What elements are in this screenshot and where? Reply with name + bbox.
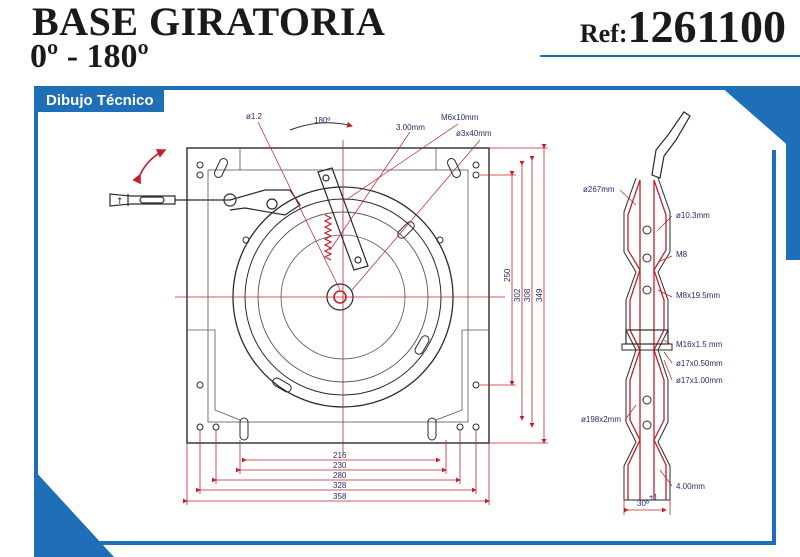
side-washer xyxy=(621,343,673,351)
leader-lines xyxy=(257,121,481,291)
angle-label: 180º xyxy=(314,116,330,125)
side-leaders xyxy=(619,189,673,487)
reference-underline xyxy=(540,55,800,57)
slot xyxy=(272,377,292,393)
slot xyxy=(446,158,462,178)
dim-216: 216 xyxy=(333,451,347,460)
top-view: ↑ 180º ø1.2 3.00mm M6x10mm ø3x40mm xyxy=(109,112,548,505)
label-thickness: 4.00mm xyxy=(676,482,705,491)
slot xyxy=(239,417,249,441)
label-angle-base: 30º xyxy=(637,499,649,508)
rotation-180-arrow-icon xyxy=(289,121,353,131)
base-plate-outline xyxy=(186,147,490,444)
corner-triangle-bottom-left xyxy=(34,470,114,557)
side-outline xyxy=(623,177,671,501)
dim-328: 328 xyxy=(333,481,347,490)
label-m8: M8 xyxy=(676,250,688,259)
slot xyxy=(414,335,430,355)
label-m16: M16x1.5 mm xyxy=(676,340,723,349)
rotation-arrow-icon xyxy=(132,149,167,185)
label-angle-sup: ±1 xyxy=(649,493,658,502)
label-m8x: M8x19.5mm xyxy=(676,291,720,300)
slot xyxy=(397,221,415,239)
side-view: ø267mm ø10.3mm M8 M8x19.5mm M16x1.5 mm ø… xyxy=(581,111,723,515)
reference-label: Ref: xyxy=(579,19,628,48)
frame-right xyxy=(772,150,776,545)
dim-230: 230 xyxy=(333,461,347,470)
dim-358: 358 xyxy=(333,492,347,501)
plate-relief xyxy=(187,148,489,421)
label-d17b: ø17x1.00mm xyxy=(676,376,723,385)
label-d198: ø198x2mm xyxy=(581,415,621,424)
slot xyxy=(213,158,229,178)
side-rivets xyxy=(642,225,652,430)
bolt-holes xyxy=(196,161,480,431)
spring xyxy=(323,214,333,261)
spring-label: 3.00mm xyxy=(396,123,425,132)
latch-plate xyxy=(317,167,369,271)
label-inner-dia: ø10.3mm xyxy=(676,211,710,220)
horizontal-dimensions xyxy=(183,430,490,505)
label-outer-dia: ø267mm xyxy=(583,185,615,194)
frame-left xyxy=(34,86,38,486)
side-base-dims xyxy=(623,500,671,515)
corner-bar-right xyxy=(786,140,800,260)
bolt-label: M6x10mm xyxy=(441,113,479,122)
rotation-range: 0º - 180º xyxy=(30,38,149,75)
handle-arrow-icon: ↑ xyxy=(116,197,124,207)
reference-number: 1261100 xyxy=(627,1,786,52)
dim-302: 302 xyxy=(513,288,522,302)
product-title: BASE GIRATORIA xyxy=(32,0,386,44)
side-handle xyxy=(651,111,691,179)
release-lever xyxy=(109,189,301,216)
dim-308: 308 xyxy=(523,288,532,302)
pin-label: ø3x40mm xyxy=(456,129,492,138)
dim-349: 349 xyxy=(535,288,544,302)
reference: Ref:1261100 xyxy=(580,0,786,53)
hole-dia-label: ø1.2 xyxy=(246,112,263,121)
label-d17a: ø17x0.50mm xyxy=(676,359,723,368)
section-label: Dibujo Técnico xyxy=(38,90,164,112)
slot xyxy=(427,417,437,441)
slot-holes xyxy=(213,158,462,441)
dim-280: 280 xyxy=(333,471,347,480)
base-plate-inner xyxy=(207,169,469,423)
frame-bottom xyxy=(80,541,776,545)
side-column xyxy=(627,179,667,500)
dim-250: 250 xyxy=(503,268,512,282)
frame-top xyxy=(34,86,734,90)
vertical-dimensions xyxy=(480,144,548,444)
